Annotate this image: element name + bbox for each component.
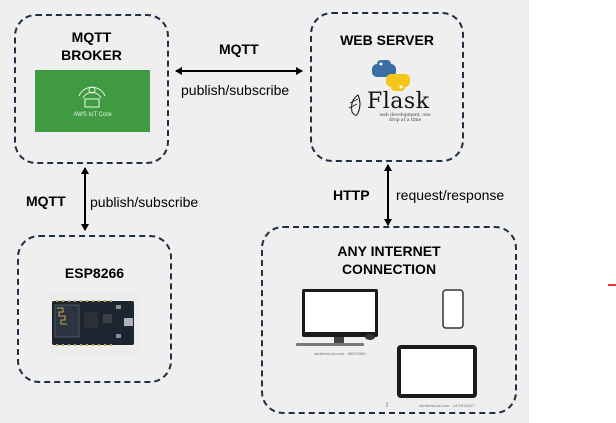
tablet-caption: shutterstock.com · 1475124877 <box>419 403 476 408</box>
web-server-title: WEB SERVER <box>340 32 434 48</box>
flask-logo-tagline: web development, one drop at a time <box>379 113 431 123</box>
tablet-icon <box>397 345 477 398</box>
mqtt-broker-title-line2: BROKER <box>61 47 122 63</box>
internet-title-line2: CONNECTION <box>341 261 437 277</box>
flask-logo-word: Flask <box>367 89 430 114</box>
smartphone-icon <box>442 289 464 329</box>
edge-broker-server-action: publish/subscribe <box>181 82 290 98</box>
esp8266-title: ESP8266 <box>64 265 125 281</box>
aws-iot-icon <box>78 86 106 108</box>
edge-broker-server-protocol: MQTT <box>219 41 259 57</box>
node-web-server: WEB SERVER <box>310 12 464 162</box>
mqtt-broker-title-line1: MQTT <box>71 29 112 45</box>
red-mark <box>608 284 616 286</box>
aws-iot-core-text: AWS IoT Core <box>73 112 112 118</box>
edge-server-internet-protocol: HTTP <box>333 187 370 203</box>
edge-broker-esp-action: publish/subscribe <box>90 194 199 210</box>
aws-iot-core-logo: AWS IoT Core <box>35 70 150 132</box>
edge-broker-esp-protocol: MQTT <box>26 193 66 209</box>
desktop-caption: shutterstock.com · 56872386 <box>314 351 366 356</box>
internet-title-line1: ANY INTERNET <box>337 243 441 259</box>
edge-server-internet-action: request/response <box>396 187 505 203</box>
desktop-monitor-icon <box>296 289 378 346</box>
